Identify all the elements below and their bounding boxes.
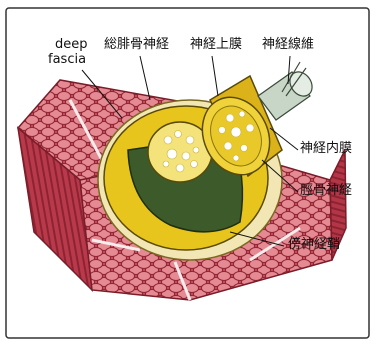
label-nerve-fiber: 神経線維 (262, 38, 314, 53)
label-common-peroneal-nerve: 総腓骨神経 (104, 38, 169, 53)
label-fascia: fascia (48, 53, 86, 68)
label-perineurium: 傍神経鞘 (288, 238, 340, 253)
label-endoneurium: 神経内膜 (300, 142, 352, 157)
label-deep: deep (55, 38, 88, 53)
label-tibial-nerve: 脛骨神経 (300, 184, 352, 199)
label-epineurium: 神経上膜 (190, 38, 242, 53)
